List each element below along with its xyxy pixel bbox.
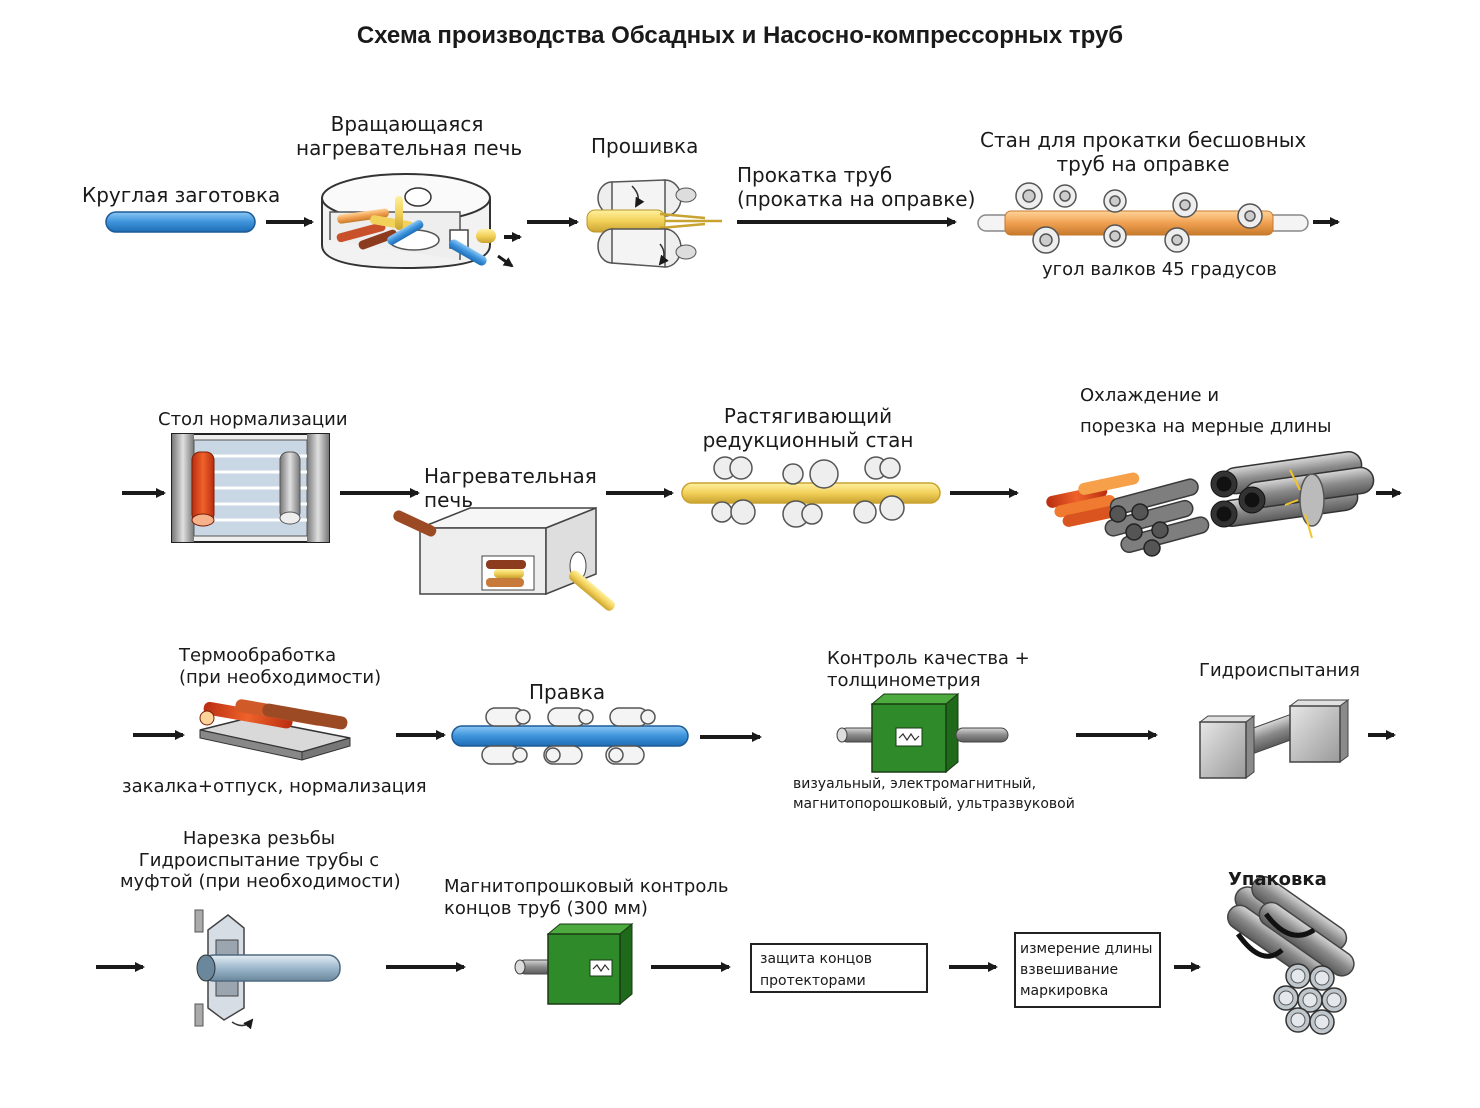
heat-treatment-illustration bbox=[199, 699, 351, 761]
flow-arrows bbox=[96, 217, 1402, 972]
label-stretch-mill-line2: редукционный стан bbox=[702, 428, 914, 452]
label-heat-treatment-line1: Термообработка bbox=[179, 645, 337, 666]
straightening-illustration bbox=[451, 707, 689, 765]
normalization-table-illustration bbox=[171, 433, 330, 543]
label-magnetic-control-line1: Магнитопрошковый контроль bbox=[444, 876, 729, 897]
label-packing: Упаковка bbox=[1228, 869, 1327, 890]
label-piercing: Прошивка bbox=[591, 134, 699, 158]
packing-illustration bbox=[1227, 876, 1355, 1035]
threading-illustration bbox=[194, 909, 341, 1030]
heating-furnace-illustration bbox=[393, 506, 615, 611]
label-hydro-test: Гидроиспытания bbox=[1199, 660, 1360, 681]
measure-line3: маркировка bbox=[1020, 983, 1109, 999]
label-heat-treatment-line2: (при необходимости) bbox=[179, 666, 382, 688]
label-cooling: Охлаждение и порезка на мерные длины bbox=[1080, 380, 1331, 442]
protectors-box: защита концов протекторами bbox=[750, 943, 928, 993]
quality-control-illustration bbox=[836, 692, 1009, 774]
measure-box: измерение длины взвешивание маркировка bbox=[1014, 932, 1161, 1008]
rotary-furnace-illustration bbox=[321, 173, 514, 270]
cooling-cutting-illustration bbox=[1046, 451, 1375, 557]
label-quality-control-line1: Контроль качества + bbox=[827, 648, 1030, 669]
label-stretch-mill-line1: Растягивающий bbox=[723, 404, 893, 428]
label-normalization-table: Стол нормализации bbox=[158, 409, 348, 430]
label-roll-angle: угол валков 45 градусов bbox=[1042, 259, 1277, 280]
label-cooling-line2: порезка на мерные длины bbox=[1080, 416, 1332, 437]
label-threading: Нарезка резьбы Гидроиспытание трубы с му… bbox=[120, 828, 401, 893]
measure-line2: взвешивание bbox=[1020, 962, 1119, 978]
billet-illustration bbox=[105, 211, 256, 233]
label-mandrel-mill-line2: труб на оправке bbox=[1056, 152, 1230, 176]
label-heat-treatment: Термообработка (при необходимости) bbox=[179, 645, 381, 688]
label-threading-line3: муфтой (при необходимости) bbox=[120, 871, 401, 893]
label-threading-line1: Нарезка резьбы bbox=[182, 828, 336, 849]
mandrel-mill-illustration bbox=[977, 182, 1309, 254]
label-magnetic-control-line2: концов труб (300 мм) bbox=[444, 897, 648, 919]
label-rolling-line1: Прокатка труб bbox=[737, 163, 893, 187]
magnetic-control-illustration bbox=[514, 922, 634, 1006]
protectors-line2: протекторами bbox=[760, 972, 866, 989]
label-heating-furnace: Нагревательная печь bbox=[424, 464, 597, 512]
label-billet: Круглая заготовка bbox=[82, 183, 281, 207]
label-qc-methods-line2: магнитопорошковый, ультразвуковой bbox=[793, 796, 1075, 812]
label-quality-control: Контроль качества + толщинометрия bbox=[827, 648, 1030, 691]
label-qc-methods-line1: визуальный, электромагнитный, bbox=[793, 776, 1037, 792]
label-cooling-line1: Охлаждение и bbox=[1080, 385, 1220, 406]
diagram-title: Схема производства Обсадных и Насосно-ко… bbox=[356, 22, 1124, 49]
label-mandrel-mill-line1: Стан для прокатки бесшовных bbox=[980, 128, 1307, 152]
hydro-test-illustration bbox=[1198, 699, 1350, 779]
label-stretch-mill: Растягивающий редукционный стан bbox=[698, 404, 918, 452]
label-rolling-line2: (прокатка на оправке) bbox=[737, 187, 976, 211]
label-mandrel-mill: Стан для прокатки бесшовных труб на опра… bbox=[980, 128, 1306, 176]
protectors-line1: защита концов bbox=[760, 951, 873, 967]
label-heating-furnace-line1: Нагревательная bbox=[424, 464, 597, 488]
piercing-illustration bbox=[586, 179, 722, 268]
label-threading-line2: Гидроиспытание трубы с bbox=[138, 849, 380, 871]
label-heat-treatment-note: закалка+отпуск, нормализация bbox=[122, 776, 427, 797]
label-rolling: Прокатка труб (прокатка на оправке) bbox=[737, 163, 975, 211]
label-quality-control-line2: толщинометрия bbox=[827, 669, 981, 691]
label-rotary-furnace-line1: Вращающаяся bbox=[330, 112, 484, 136]
label-rotary-furnace: Вращающаяся нагревательная печь bbox=[296, 112, 523, 160]
measure-line1: измерение длины bbox=[1020, 941, 1153, 957]
label-qc-methods: визуальный, электромагнитный, магнитопор… bbox=[793, 774, 1075, 814]
label-rotary-furnace-line2: нагревательная печь bbox=[296, 136, 523, 160]
stretch-mill-illustration bbox=[681, 456, 941, 528]
label-straightening: Правка bbox=[529, 680, 606, 704]
label-heating-furnace-line2: печь bbox=[424, 488, 473, 512]
label-magnetic-control: Магнитопрошковый контроль концов труб (3… bbox=[444, 876, 728, 919]
